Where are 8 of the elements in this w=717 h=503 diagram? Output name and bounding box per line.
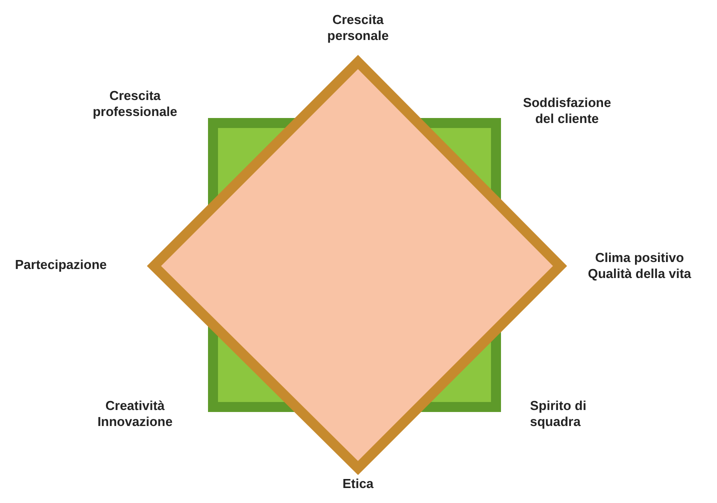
label-text: Soddisfazione del cliente [522, 95, 612, 127]
label-text: Crescita professionale [92, 88, 178, 120]
label-text: Clima positivo Qualità della vita [586, 250, 692, 282]
label-text: Spirito di squadra [530, 398, 588, 430]
label-text: Partecipazione [15, 257, 108, 273]
label-text: Creatività Innovazione [96, 398, 174, 430]
label-text: Crescita personale [326, 12, 390, 44]
label-text: Etica [341, 476, 375, 492]
